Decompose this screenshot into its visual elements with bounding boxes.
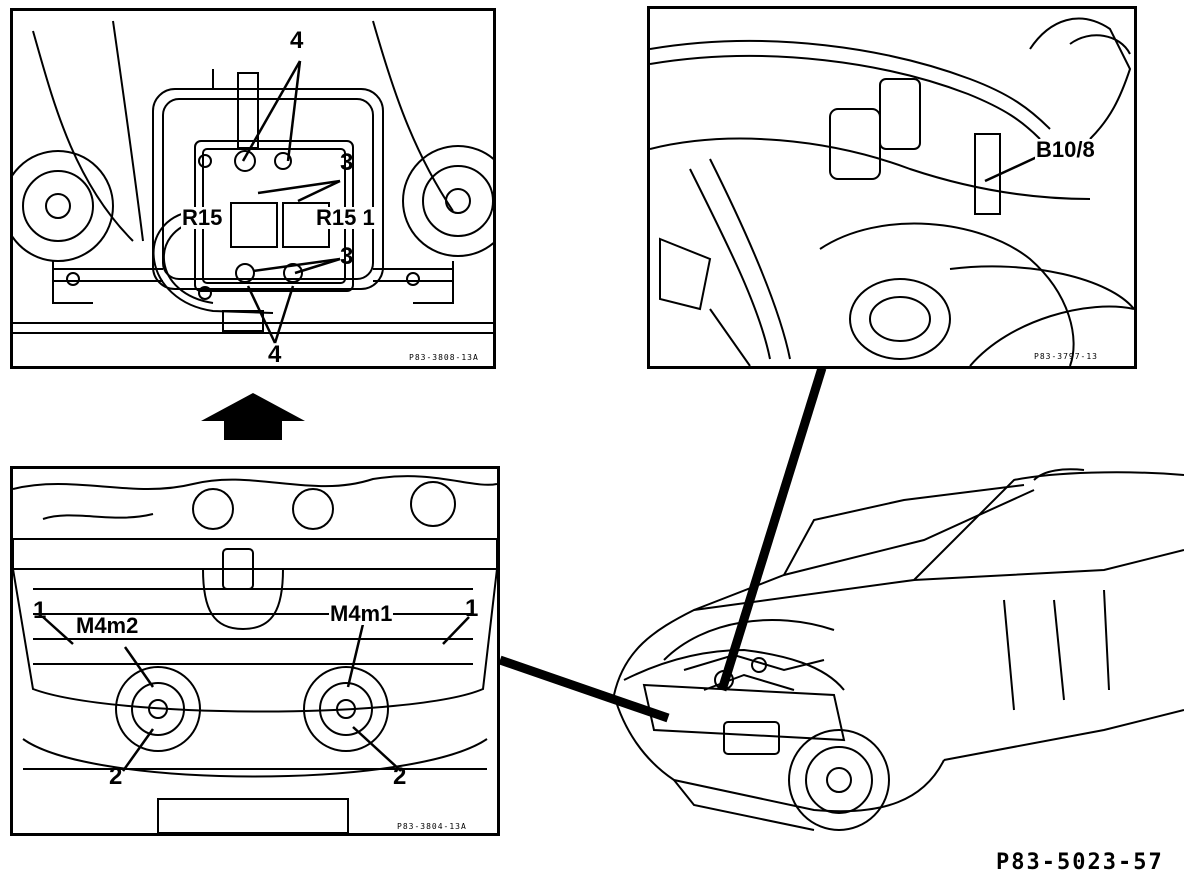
up-arrow-icon	[201, 393, 305, 440]
panel-code: P83-3804-13A	[397, 822, 467, 831]
label-b10-8: B10/8	[1035, 137, 1096, 162]
sensor-drawing	[650, 17, 1134, 366]
callout-3-bottom: 3	[340, 243, 354, 270]
callout-1-left: 1	[33, 597, 47, 624]
relay-detail-panel: 4 3 R15 R15 1 3 4 P83-3808-13A	[10, 8, 496, 369]
leader-line-horns	[498, 655, 670, 723]
callout-1-right: 1	[465, 595, 479, 622]
panel-code: P83-3808-13A	[409, 353, 479, 362]
figure-reference: P83-5023-57	[996, 850, 1164, 875]
callout-2-left: 2	[109, 763, 123, 790]
horn-detail-panel: 1 M4m2 M4m1 1 2 2 P83-3804-13A	[10, 466, 500, 836]
callout-2-right: 2	[393, 763, 407, 790]
callout-4-top: 4	[290, 27, 304, 54]
panel-code: P83-3797-13	[1034, 352, 1098, 361]
callout-3-top: 3	[340, 149, 354, 176]
car-overview-drawing	[613, 468, 1184, 831]
sensor-detail-panel: B10/8 P83-3797-13	[647, 6, 1137, 369]
relay-drawing	[13, 20, 493, 344]
label-r15-1: R15 1	[315, 205, 376, 230]
label-m4m2: M4m2	[75, 613, 140, 638]
label-r15: R15	[181, 205, 224, 230]
callout-4-bottom: 4	[268, 341, 282, 368]
label-m4m1: M4m1	[329, 601, 394, 626]
leader-line-sensor	[717, 366, 827, 692]
horn-drawing	[13, 475, 497, 833]
